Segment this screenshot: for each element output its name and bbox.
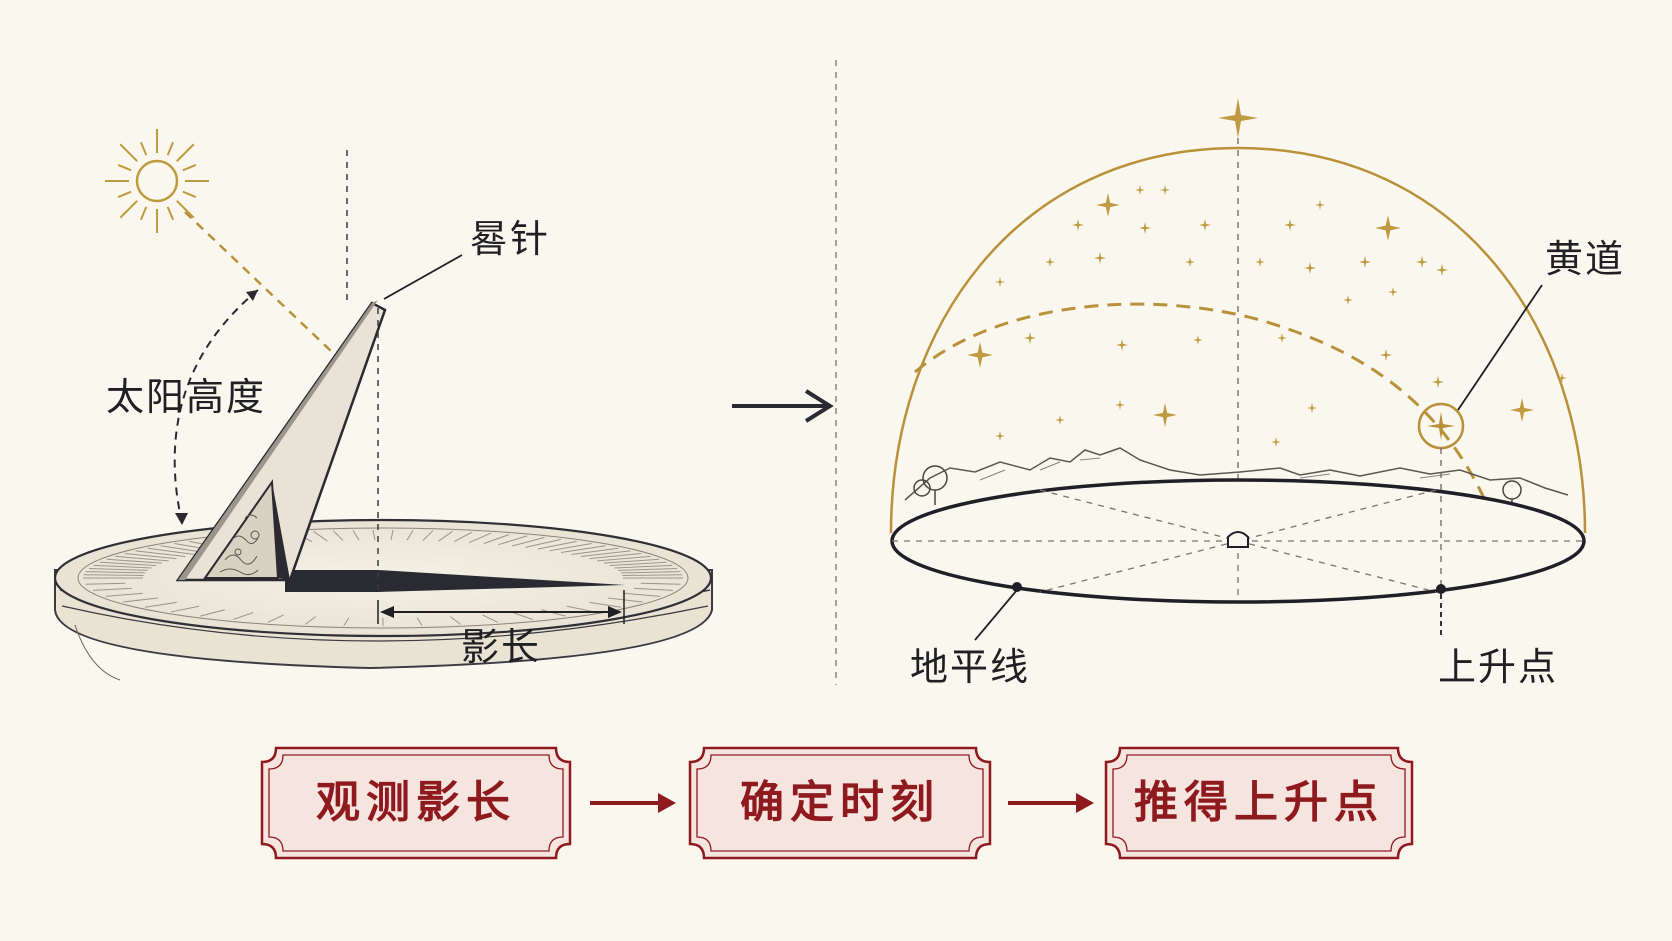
flow-step-derive-rising-point: 推得上升点 bbox=[1106, 748, 1412, 858]
right-arrow-icon bbox=[732, 389, 834, 423]
flow-arrow-2 bbox=[1008, 793, 1094, 813]
solar-altitude-arc bbox=[173, 289, 259, 524]
ecliptic-path bbox=[914, 302, 1514, 576]
sundial bbox=[53, 129, 713, 681]
flow-step-label: 观测影长 bbox=[316, 777, 516, 828]
celestial-dome bbox=[889, 98, 1587, 641]
label-gnomon: 晷针 bbox=[470, 217, 551, 261]
dial-ticks bbox=[83, 529, 683, 626]
flow-step-observe-shadow: 观测影长 bbox=[262, 748, 570, 858]
sun-icon bbox=[105, 129, 209, 233]
label-horizon: 地平线 bbox=[910, 645, 1031, 689]
label-shadow-length: 影长 bbox=[461, 625, 542, 669]
sky-dome bbox=[889, 146, 1587, 534]
sun-ray bbox=[184, 211, 333, 353]
horizon-landscape bbox=[904, 447, 1569, 501]
star-icon bbox=[1218, 98, 1258, 138]
observer-icon bbox=[1227, 531, 1249, 548]
flow-diagram bbox=[260, 746, 1414, 860]
star-field bbox=[967, 185, 1567, 447]
flow-step-label: 推得上升点 bbox=[1134, 777, 1384, 828]
label-rising-point: 上升点 bbox=[1438, 645, 1559, 689]
flow-step-determine-time: 确定时刻 bbox=[690, 748, 990, 858]
gnomon-shadow bbox=[285, 570, 625, 592]
label-solar-altitude: 太阳高度 bbox=[106, 375, 267, 419]
flow-arrow-1 bbox=[590, 793, 676, 813]
flow-step-label: 确定时刻 bbox=[740, 777, 940, 828]
label-ecliptic: 黄道 bbox=[1545, 237, 1626, 281]
